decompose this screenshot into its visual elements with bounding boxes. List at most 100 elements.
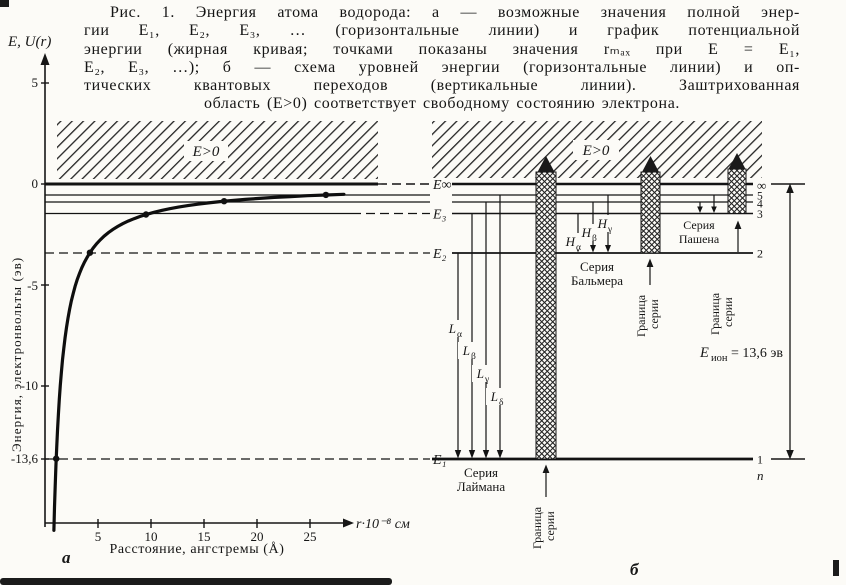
scale-n-4: 4 xyxy=(757,199,763,211)
balmer-limit-top-arrow-icon xyxy=(642,156,659,172)
lyman-label-gamma: L xyxy=(476,366,484,381)
x-tick-label-5: 5 xyxy=(95,529,102,544)
y-tick-label-m10: -10 xyxy=(21,378,38,393)
rmax-dot-n2 xyxy=(86,249,94,256)
paschen-series-limit-bar xyxy=(727,168,747,214)
potential-energy-curve xyxy=(52,192,346,532)
level-label-e2: E₂ xyxy=(432,247,447,262)
scale-n-2: 2 xyxy=(757,247,763,261)
y-tick-label-0: 0 xyxy=(32,176,39,191)
balmer-series-label-1: Серия xyxy=(580,259,614,274)
lyman-limit-pointer-arrow-icon xyxy=(542,464,550,473)
panel-b: E>0 ∞ 5 4 3 2 1 n xyxy=(432,121,805,579)
lyman-series-label-1: Серия xyxy=(464,465,498,480)
level-label-einf: E∞ xyxy=(432,178,452,193)
lyman-label-delta: L xyxy=(490,389,498,404)
scan-artifact-bottom xyxy=(0,578,392,585)
balmer-label-beta-sub: β xyxy=(592,234,597,244)
panel-a-tag: а xyxy=(62,548,71,567)
balmer-limit-pointer-arrow-icon xyxy=(646,258,654,267)
caption-line-1: Рис. 1. Энергия атома водорода: а — возм… xyxy=(110,4,800,21)
caption-line-5: тических квантовых переходов (вертикальн… xyxy=(84,77,800,95)
free-region-label-bg-a xyxy=(184,141,228,161)
paschen-limit-label-1: Граница xyxy=(708,292,722,335)
balmer-label-gamma: H xyxy=(597,216,608,231)
scale-n-5: 5 xyxy=(757,191,763,203)
caption-line-3: энергии (жирная кривая; точками показаны… xyxy=(84,40,800,58)
scale-n-label: n xyxy=(757,468,764,483)
x-tick-marks xyxy=(97,519,311,528)
lyman-label-alpha-sub: α xyxy=(457,330,462,340)
rmax-dot-n1 xyxy=(53,455,60,462)
ionization-arrow xyxy=(771,183,805,460)
y-axis-rotated-label: Энергия, электронвольты (эв) xyxy=(9,257,24,452)
lyman-label-beta: L xyxy=(462,343,470,358)
balmer-series-label-2: Бальмера xyxy=(571,273,623,288)
paschen-transition-lines xyxy=(699,195,715,207)
x-tick-label-10: 10 xyxy=(145,529,158,544)
balmer-limit-label-2: серии xyxy=(647,299,661,329)
scan-artifact-right xyxy=(833,560,839,576)
panel-a: E>0 5 0 -5 -10 -13,6 xyxy=(7,34,452,567)
caption-line-6: область (E>0) соответствует свободному с… xyxy=(203,95,681,113)
caption-line-4: E₂, E₃, …); б — схема уровней энергии (г… xyxy=(84,58,800,76)
x-tick-label-15: 15 xyxy=(198,529,211,544)
ionization-arrow-bottom-icon xyxy=(786,450,794,460)
lyman-arrowheads xyxy=(454,450,504,459)
y-tick-label-m136: -13,6 xyxy=(11,451,39,466)
balmer-label-alpha-sub: α xyxy=(576,243,581,253)
free-region-label-a: E>0 xyxy=(192,144,220,160)
free-region-label-bg-b xyxy=(573,140,619,160)
balmer-label-alpha: H xyxy=(565,234,576,249)
scale-n-1: 1 xyxy=(757,453,763,467)
scale-n-3: 3 xyxy=(757,209,763,221)
ionization-label-value: = 13,6 эв xyxy=(731,346,783,361)
paschen-limit-label-2: серии xyxy=(721,297,735,327)
ionization-label-base: E xyxy=(699,345,709,361)
paschen-series-label-1: Серия xyxy=(683,218,715,232)
balmer-line-labels: H α H β H γ xyxy=(563,215,616,253)
lyman-label-beta-sub: β xyxy=(471,352,476,362)
scale-n-inf: ∞ xyxy=(757,178,766,193)
paschen-arrowheads xyxy=(697,206,717,213)
ionization-energy-label: E ион = 13,6 эв xyxy=(699,345,783,364)
lyman-limit-label-2: серии xyxy=(543,511,557,541)
paschen-limit-pointer-arrow-icon xyxy=(734,220,742,229)
rmax-dot-n5 xyxy=(322,191,330,199)
ionization-arrow-top-icon xyxy=(786,183,794,193)
lyman-label-alpha: L xyxy=(448,321,456,336)
balmer-label-beta: H xyxy=(581,225,592,240)
paschen-series-label-2: Пашена xyxy=(679,232,720,246)
rmax-dot-n3 xyxy=(142,211,150,218)
x-axis-arrow-icon xyxy=(343,518,354,528)
free-region-label-b: E>0 xyxy=(582,143,610,159)
rmax-dot-n4 xyxy=(220,198,228,205)
x-tick-label-20: 20 xyxy=(251,529,264,544)
lyman-label-delta-sub: δ xyxy=(499,398,504,408)
figure-caption: Рис. 1. Энергия атома водорода: а — возм… xyxy=(84,4,800,114)
lyman-limit-label-1: Граница xyxy=(530,506,544,549)
y-tick-label-m5: -5 xyxy=(27,278,38,293)
rmax-dots xyxy=(53,191,330,462)
paschen-limit-top-arrow-icon xyxy=(728,153,746,169)
balmer-limit-label-1: Граница xyxy=(634,294,648,337)
balmer-label-gamma-sub: γ xyxy=(607,225,612,235)
y-axis-arrow-icon xyxy=(40,53,50,65)
level-label-e1: E₁ xyxy=(432,453,446,468)
scan-artifact-corner xyxy=(0,0,9,7)
lyman-line-labels: L α L β L γ L δ xyxy=(444,320,507,408)
ionization-label-sub: ион xyxy=(711,353,728,364)
caption-line-2: гии E₁, E₂, E₃, … (горизонтальные линии)… xyxy=(84,22,800,40)
x-axis-bottom-label: Расстояние, ангстремы (Å) xyxy=(109,541,284,557)
panel-b-tag: б xyxy=(630,560,640,579)
y-tick-label-5: 5 xyxy=(32,75,39,90)
y-axis-title: E, U(r) xyxy=(7,34,51,50)
level-label-e3: E₃ xyxy=(432,208,447,223)
lyman-series-limit-bar xyxy=(535,171,557,460)
lyman-limit-top-arrow-icon xyxy=(537,156,555,172)
x-tick-label-25: 25 xyxy=(304,529,317,544)
balmer-series-limit-bar xyxy=(640,171,661,254)
x-axis-title: r·10⁻⁸ см xyxy=(356,517,410,532)
